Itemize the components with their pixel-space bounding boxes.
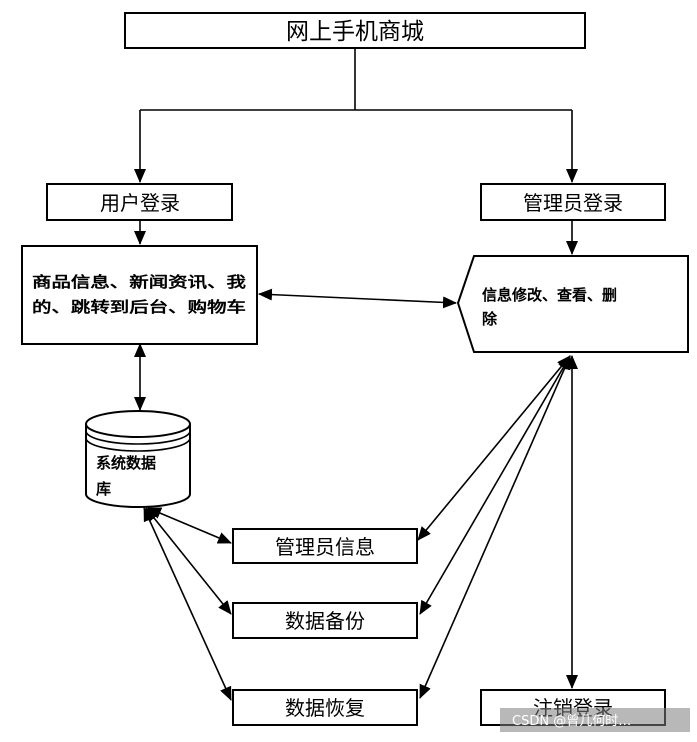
watermark: CSDN @曾几何时… [500, 708, 690, 732]
node-data-backup: 数据备份 [232, 602, 418, 639]
node-database-line1: 系统数据 [96, 454, 156, 472]
node-admin-functions-line2: 除 [482, 310, 498, 328]
node-data-backup-label: 数据备份 [285, 609, 365, 633]
node-admin-login-label: 管理员登录 [523, 191, 623, 215]
edge-database-data-restore [143, 507, 232, 701]
node-admin-functions: 信息修改、查看、删 除 [456, 255, 689, 353]
node-user-functions-line2: 的、跳转到后台、购物车 [32, 298, 246, 316]
node-root-label: 网上手机商城 [286, 19, 424, 45]
node-data-restore-label: 数据恢复 [285, 696, 365, 720]
node-database-line2: 库 [96, 480, 111, 498]
node-user-functions-line1: 商品信息、新闻资讯、我 [32, 273, 246, 291]
node-admin-login: 管理员登录 [480, 183, 666, 221]
node-user-login-label: 用户登录 [100, 191, 180, 215]
node-root: 网上手机商城 [124, 12, 586, 49]
node-database: 系统数据 库 [85, 410, 191, 508]
node-admin-functions-line1: 信息修改、查看、删 [482, 286, 617, 304]
edge-admin-functions-admin-info [417, 355, 571, 541]
node-user-login: 用户登录 [46, 183, 233, 221]
edge-admin-functions-data-restore [419, 355, 571, 699]
edge-admin-functions-data-backup [419, 355, 571, 615]
node-admin-info: 管理员信息 [232, 528, 418, 564]
node-admin-info-label: 管理员信息 [275, 535, 375, 559]
node-user-functions: 商品信息、新闻资讯、我 的、跳转到后台、购物车 [21, 245, 258, 345]
connectors [134, 48, 578, 701]
watermark-text: CSDN @曾几何时… [512, 713, 631, 729]
node-data-restore: 数据恢复 [232, 689, 418, 726]
edge-database-data-backup [145, 507, 232, 615]
edge-user-functions-admin-functions [258, 288, 457, 309]
